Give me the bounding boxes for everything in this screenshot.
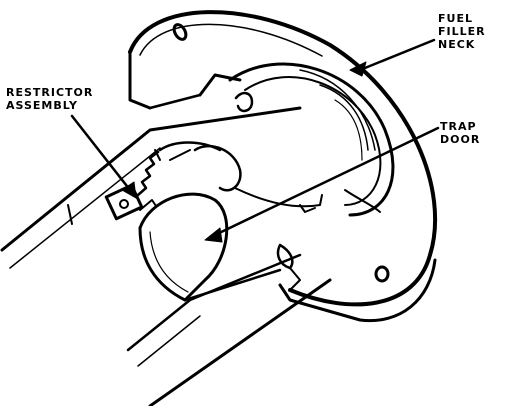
leader-restrictor-assembly [70, 114, 132, 192]
label-line: RESTRICTOR [6, 86, 94, 99]
leader-lines [70, 38, 440, 243]
flange [128, 10, 438, 323]
label-line: DOOR [440, 133, 481, 146]
restrictor-assembly [104, 150, 160, 221]
mounting-hole-top [172, 23, 188, 41]
leader-trap-door [213, 126, 440, 237]
label-fuel-filler-neck: FUEL FILLER NECK [438, 12, 486, 51]
label-line: FILLER [438, 25, 486, 38]
label-line: TRAP [440, 120, 477, 133]
label-line: FUEL [438, 12, 473, 25]
label-trap-door: TRAP DOOR [440, 120, 480, 146]
trap-door [138, 192, 282, 302]
arrowhead-fuel-filler-neck [349, 61, 367, 77]
arrowhead-restrictor-assembly [121, 181, 137, 199]
leader-fuel-filler-neck [358, 38, 436, 72]
filler-tube [0, 106, 332, 406]
mounting-hole-bottom [374, 265, 390, 283]
restrictor-housing [154, 141, 323, 291]
label-line: ASSEMBLY [6, 99, 78, 112]
label-line: NECK [438, 38, 476, 51]
neck-rings [148, 62, 395, 217]
arrowhead-trap-door [204, 227, 223, 243]
label-restrictor-assembly: RESTRICTOR ASSEMBLY [6, 86, 93, 112]
